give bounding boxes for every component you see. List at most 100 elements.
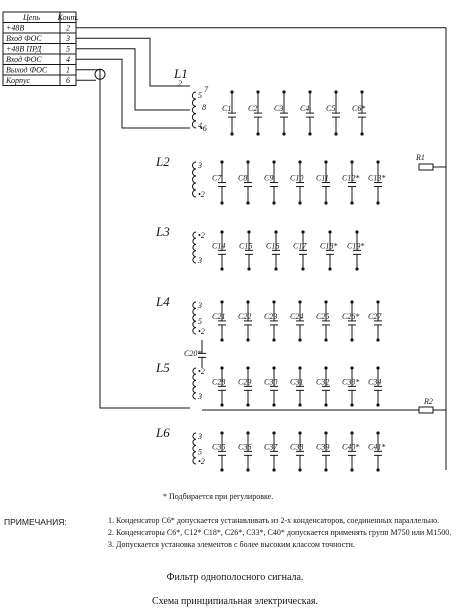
junction-dot (308, 90, 312, 94)
wire-input-2 (76, 58, 190, 129)
junction-dot (324, 201, 328, 205)
junction-dot (376, 468, 380, 472)
junction-dot (376, 201, 380, 205)
coil-pin-label: 4 (198, 121, 202, 130)
capacitor-label: C17 (293, 241, 307, 250)
junction-dot (246, 468, 250, 472)
junction-dot (298, 160, 302, 164)
wire-output (76, 69, 190, 409)
capacitor-label: C13* (368, 174, 385, 183)
table-signal-cell: Вход ФОС (6, 55, 42, 64)
junction-dot (360, 90, 364, 94)
capacitor-symbol (218, 433, 226, 470)
capacitor-symbol (299, 232, 307, 269)
table-pin-cell: 6 (66, 76, 70, 85)
inductor-winding (192, 432, 197, 465)
capacitor-symbol (244, 162, 252, 203)
capacitor-label: C16 (266, 241, 279, 250)
junction-dot (256, 90, 260, 94)
junction-dot (246, 403, 250, 407)
capacitor-symbol (296, 368, 304, 405)
junction-dot (220, 267, 224, 271)
capacitor-label: C21 (212, 312, 225, 321)
junction-dot (298, 403, 302, 407)
capacitor-label: C5 (326, 104, 335, 113)
wire-48v-tx (76, 48, 190, 111)
capacitor-symbol (358, 92, 366, 134)
capacitor-symbol (244, 368, 252, 405)
shield-symbol (94, 68, 106, 80)
table-pin-cell: 4 (66, 55, 70, 64)
capacitor-symbol (348, 368, 356, 405)
junction-dot (272, 468, 276, 472)
capacitor-label: C29 (238, 377, 251, 386)
junction-dot (376, 366, 380, 370)
capacitor-symbol (244, 302, 252, 340)
table-signal-cell: +48В (6, 24, 24, 33)
junction-dot (220, 160, 224, 164)
coil-pin-label: 3 (197, 392, 202, 401)
capacitor-label: C22 (238, 312, 251, 321)
junction-dot (350, 403, 354, 407)
coil-pin-label: •2 (198, 367, 205, 376)
table-signal-cell: +48В ПРД (6, 45, 42, 54)
connector-table-grid (2, 11, 77, 86)
coil-pin-label: 2 (178, 79, 182, 88)
junction-dot (282, 132, 286, 136)
junction-dot (350, 468, 354, 472)
capacitor-symbol (322, 368, 330, 405)
junction-dot (324, 300, 328, 304)
junction-dot (220, 230, 224, 234)
junction-dot (247, 267, 251, 271)
table-header-pin: Конт. (57, 13, 79, 22)
coil-pin-label: 3 (197, 161, 202, 170)
diagram-subtitle: Схема принципиальная электрическая. (152, 596, 318, 607)
junction-dot (246, 300, 250, 304)
table-signal-cell: Вход ФОС (6, 34, 42, 43)
capacitor-label: C2 (248, 104, 257, 113)
capacitor-symbol (322, 162, 330, 203)
coil-pin-label: •6 (200, 124, 207, 133)
junction-dot (246, 160, 250, 164)
capacitor-symbol (218, 232, 226, 269)
junction-dot (376, 403, 380, 407)
capacitor-symbol (270, 368, 278, 405)
inductor-label: L6 (155, 425, 170, 440)
capacitor-label: C31 (290, 377, 303, 386)
coil-pin-label: 5 (198, 91, 202, 100)
capacitor-symbol (296, 302, 304, 340)
junction-dot (324, 160, 328, 164)
note-item: 1. Конденсатор С6* допускается устанавли… (108, 516, 440, 525)
junction-dot (246, 366, 250, 370)
capacitor-label: C11 (316, 174, 329, 183)
junction-dot (324, 366, 328, 370)
junction-dot (350, 338, 354, 342)
capacitor-label: C40* (342, 442, 359, 451)
capacitor-symbol (218, 368, 226, 405)
inductor-label: L2 (155, 154, 170, 169)
capacitor-label: C3 (274, 104, 283, 113)
resistor-label: R1 (415, 153, 425, 162)
capacitor-symbol (374, 368, 382, 405)
capacitor-symbol (296, 162, 304, 203)
junction-dot (350, 366, 354, 370)
capacitor-symbol (322, 433, 330, 470)
coil-pin-label: 7 (204, 85, 209, 94)
junction-dot (376, 338, 380, 342)
capacitor-label: C8 (238, 174, 247, 183)
junction-dot (272, 300, 276, 304)
junction-dot (220, 431, 224, 435)
capacitor-symbol (245, 232, 253, 269)
capacitor-symbol (228, 92, 236, 134)
junction-dot (298, 366, 302, 370)
capacitor-symbol (272, 232, 280, 269)
capacitor-symbol (270, 302, 278, 340)
capacitor-symbol (326, 232, 334, 269)
junction-dot (334, 132, 338, 136)
capacitor-symbol (374, 162, 382, 203)
note-item: 2. Конденсаторы С6*, С12* С18*, С26*, С3… (108, 528, 452, 537)
junction-dot (350, 300, 354, 304)
